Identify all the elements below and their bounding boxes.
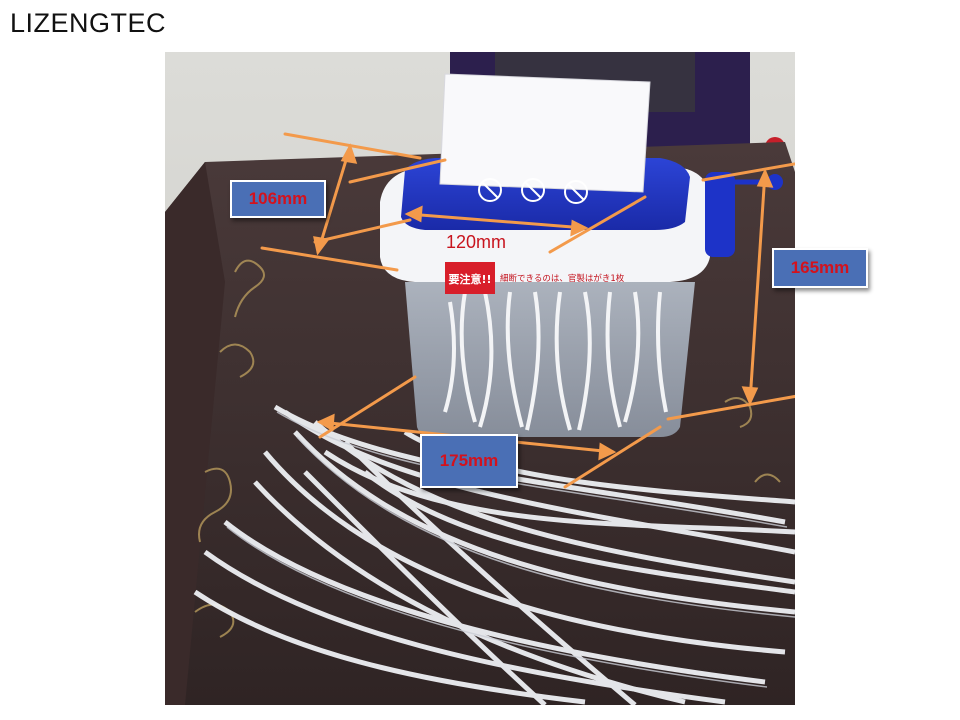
top-icons bbox=[478, 178, 588, 204]
width-dimension-label: 120mm bbox=[446, 232, 507, 252]
table-edge bbox=[165, 162, 225, 705]
shredder-scene: 要注意!! 細断できるのは、官製はがき1枚 bbox=[165, 52, 795, 705]
bin-strips bbox=[443, 291, 668, 431]
paper-sheet bbox=[439, 73, 651, 193]
dimension-lines bbox=[260, 132, 795, 489]
warning-text: 細断できるのは、官製はがき1枚 bbox=[500, 273, 625, 284]
brand-title: LIZENGTEC bbox=[10, 8, 167, 38]
length-dimension-label: 175mm bbox=[420, 434, 518, 488]
product-photo: 要注意!! 細断できるのは、官製はがき1枚 bbox=[165, 52, 795, 705]
shredder-bin bbox=[405, 282, 695, 437]
side-handle bbox=[705, 172, 735, 257]
height-dimension-label: 106mm bbox=[230, 180, 326, 218]
warning-badge-text: 要注意!! bbox=[448, 272, 491, 286]
depth-dimension-label: 165mm bbox=[772, 248, 868, 288]
warning-badge bbox=[445, 262, 495, 294]
table-decoration bbox=[194, 259, 781, 638]
paper-strips bbox=[193, 404, 795, 705]
